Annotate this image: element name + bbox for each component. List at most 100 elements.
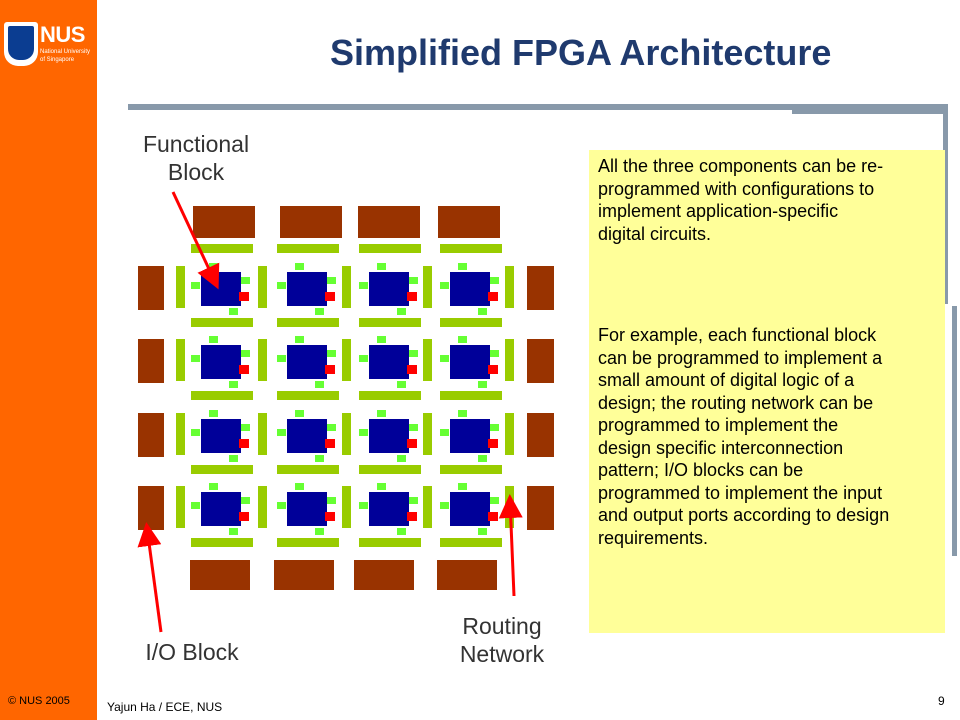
routing-v-3-3 <box>423 486 432 528</box>
functional-block-1-2 <box>369 345 409 379</box>
routing-h-4-1 <box>277 538 339 547</box>
routing-h-4-0 <box>191 538 253 547</box>
pin-left <box>440 355 449 362</box>
functional-block-3-0 <box>201 492 241 526</box>
pin-red <box>407 512 417 521</box>
pin-top <box>209 410 218 417</box>
pin-left <box>191 355 200 362</box>
routing-v-1-1 <box>258 339 267 381</box>
label-routing-network: Routing Network <box>459 613 545 667</box>
io-block-top-1 <box>193 206 255 238</box>
pin-red <box>239 512 249 521</box>
label-functional-block: Functional Block <box>142 131 250 185</box>
pin-right <box>409 350 418 357</box>
logo-subtitle: National University of Singapore <box>40 49 91 63</box>
pin-right <box>327 497 336 504</box>
pin-bottom <box>315 308 324 315</box>
pin-bottom <box>478 528 487 535</box>
pin-top <box>458 483 467 490</box>
pin-bottom <box>397 455 406 462</box>
routing-v-2-3 <box>423 413 432 455</box>
functional-block-2-1 <box>287 419 327 453</box>
routing-v-3-1 <box>258 486 267 528</box>
pin-right <box>327 424 336 431</box>
routing-h-3-2 <box>359 465 421 474</box>
pin-red <box>407 365 417 374</box>
functional-block-1-0 <box>201 345 241 379</box>
pin-top <box>377 263 386 270</box>
pin-right <box>241 497 250 504</box>
pin-left <box>359 429 368 436</box>
routing-h-1-2 <box>359 318 421 327</box>
pin-red <box>325 439 335 448</box>
routing-h-2-2 <box>359 391 421 400</box>
pin-right <box>241 424 250 431</box>
pin-red <box>239 365 249 374</box>
footer-author: Yajun Ha / ECE, NUS <box>107 700 223 714</box>
slide-title: Simplified FPGA Architecture <box>330 32 832 73</box>
pin-red <box>325 292 335 301</box>
pin-red <box>325 365 335 374</box>
routing-h-1-1 <box>277 318 339 327</box>
pin-left <box>359 502 368 509</box>
pin-top <box>295 263 304 270</box>
pin-left <box>440 282 449 289</box>
functional-block-3-3 <box>450 492 490 526</box>
io-block-left-2 <box>138 339 164 383</box>
functional-block-1-1 <box>287 345 327 379</box>
pin-bottom <box>478 455 487 462</box>
io-block-right-1 <box>527 266 554 310</box>
pin-bottom <box>315 528 324 535</box>
fpga-grid <box>138 206 554 590</box>
pin-red <box>239 292 249 301</box>
functional-block-0-2 <box>369 272 409 306</box>
pin-bottom <box>229 308 238 315</box>
routing-v-0-0 <box>176 266 185 308</box>
pin-bottom <box>229 528 238 535</box>
pin-right <box>409 497 418 504</box>
routing-h-0-2 <box>359 244 421 253</box>
io-block-bottom-1 <box>190 560 250 590</box>
crest-icon <box>4 22 38 66</box>
routing-v-0-2 <box>342 266 351 308</box>
routing-h-0-3 <box>440 244 502 253</box>
logo-name: NUS <box>40 22 85 47</box>
io-block-left-3 <box>138 413 164 457</box>
label-arrows <box>137 191 523 633</box>
routing-v-2-2 <box>342 413 351 455</box>
pin-right <box>409 424 418 431</box>
routing-v-2-1 <box>258 413 267 455</box>
pin-right <box>241 350 250 357</box>
io-block-left-4 <box>138 486 164 530</box>
pin-top <box>295 483 304 490</box>
routing-v-2-4 <box>505 413 514 455</box>
io-block-bottom-2 <box>274 560 334 590</box>
pin-left <box>440 502 449 509</box>
io-block-top-4 <box>438 206 500 238</box>
functional-block-1-3 <box>450 345 490 379</box>
routing-h-0-0 <box>191 244 253 253</box>
pin-right <box>490 350 499 357</box>
title-divider-step <box>792 110 944 114</box>
pin-right <box>490 497 499 504</box>
pin-red <box>407 292 417 301</box>
pin-top <box>295 336 304 343</box>
title-divider <box>128 104 944 110</box>
sidebar: NUS National University of Singapore © N… <box>0 0 97 720</box>
pin-bottom <box>229 381 238 388</box>
pin-red <box>488 439 498 448</box>
routing-v-3-0 <box>176 486 185 528</box>
arrow-io-block <box>137 522 163 633</box>
pin-left <box>277 355 286 362</box>
pin-bottom <box>397 308 406 315</box>
routing-v-0-1 <box>258 266 267 308</box>
functional-block-3-2 <box>369 492 409 526</box>
routing-v-1-3 <box>423 339 432 381</box>
pin-right <box>327 350 336 357</box>
pin-right <box>490 424 499 431</box>
functional-block-0-1 <box>287 272 327 306</box>
routing-h-4-2 <box>359 538 421 547</box>
routing-h-3-0 <box>191 465 253 474</box>
pin-left <box>191 429 200 436</box>
nus-logo: NUS National University of Singapore <box>2 18 95 80</box>
